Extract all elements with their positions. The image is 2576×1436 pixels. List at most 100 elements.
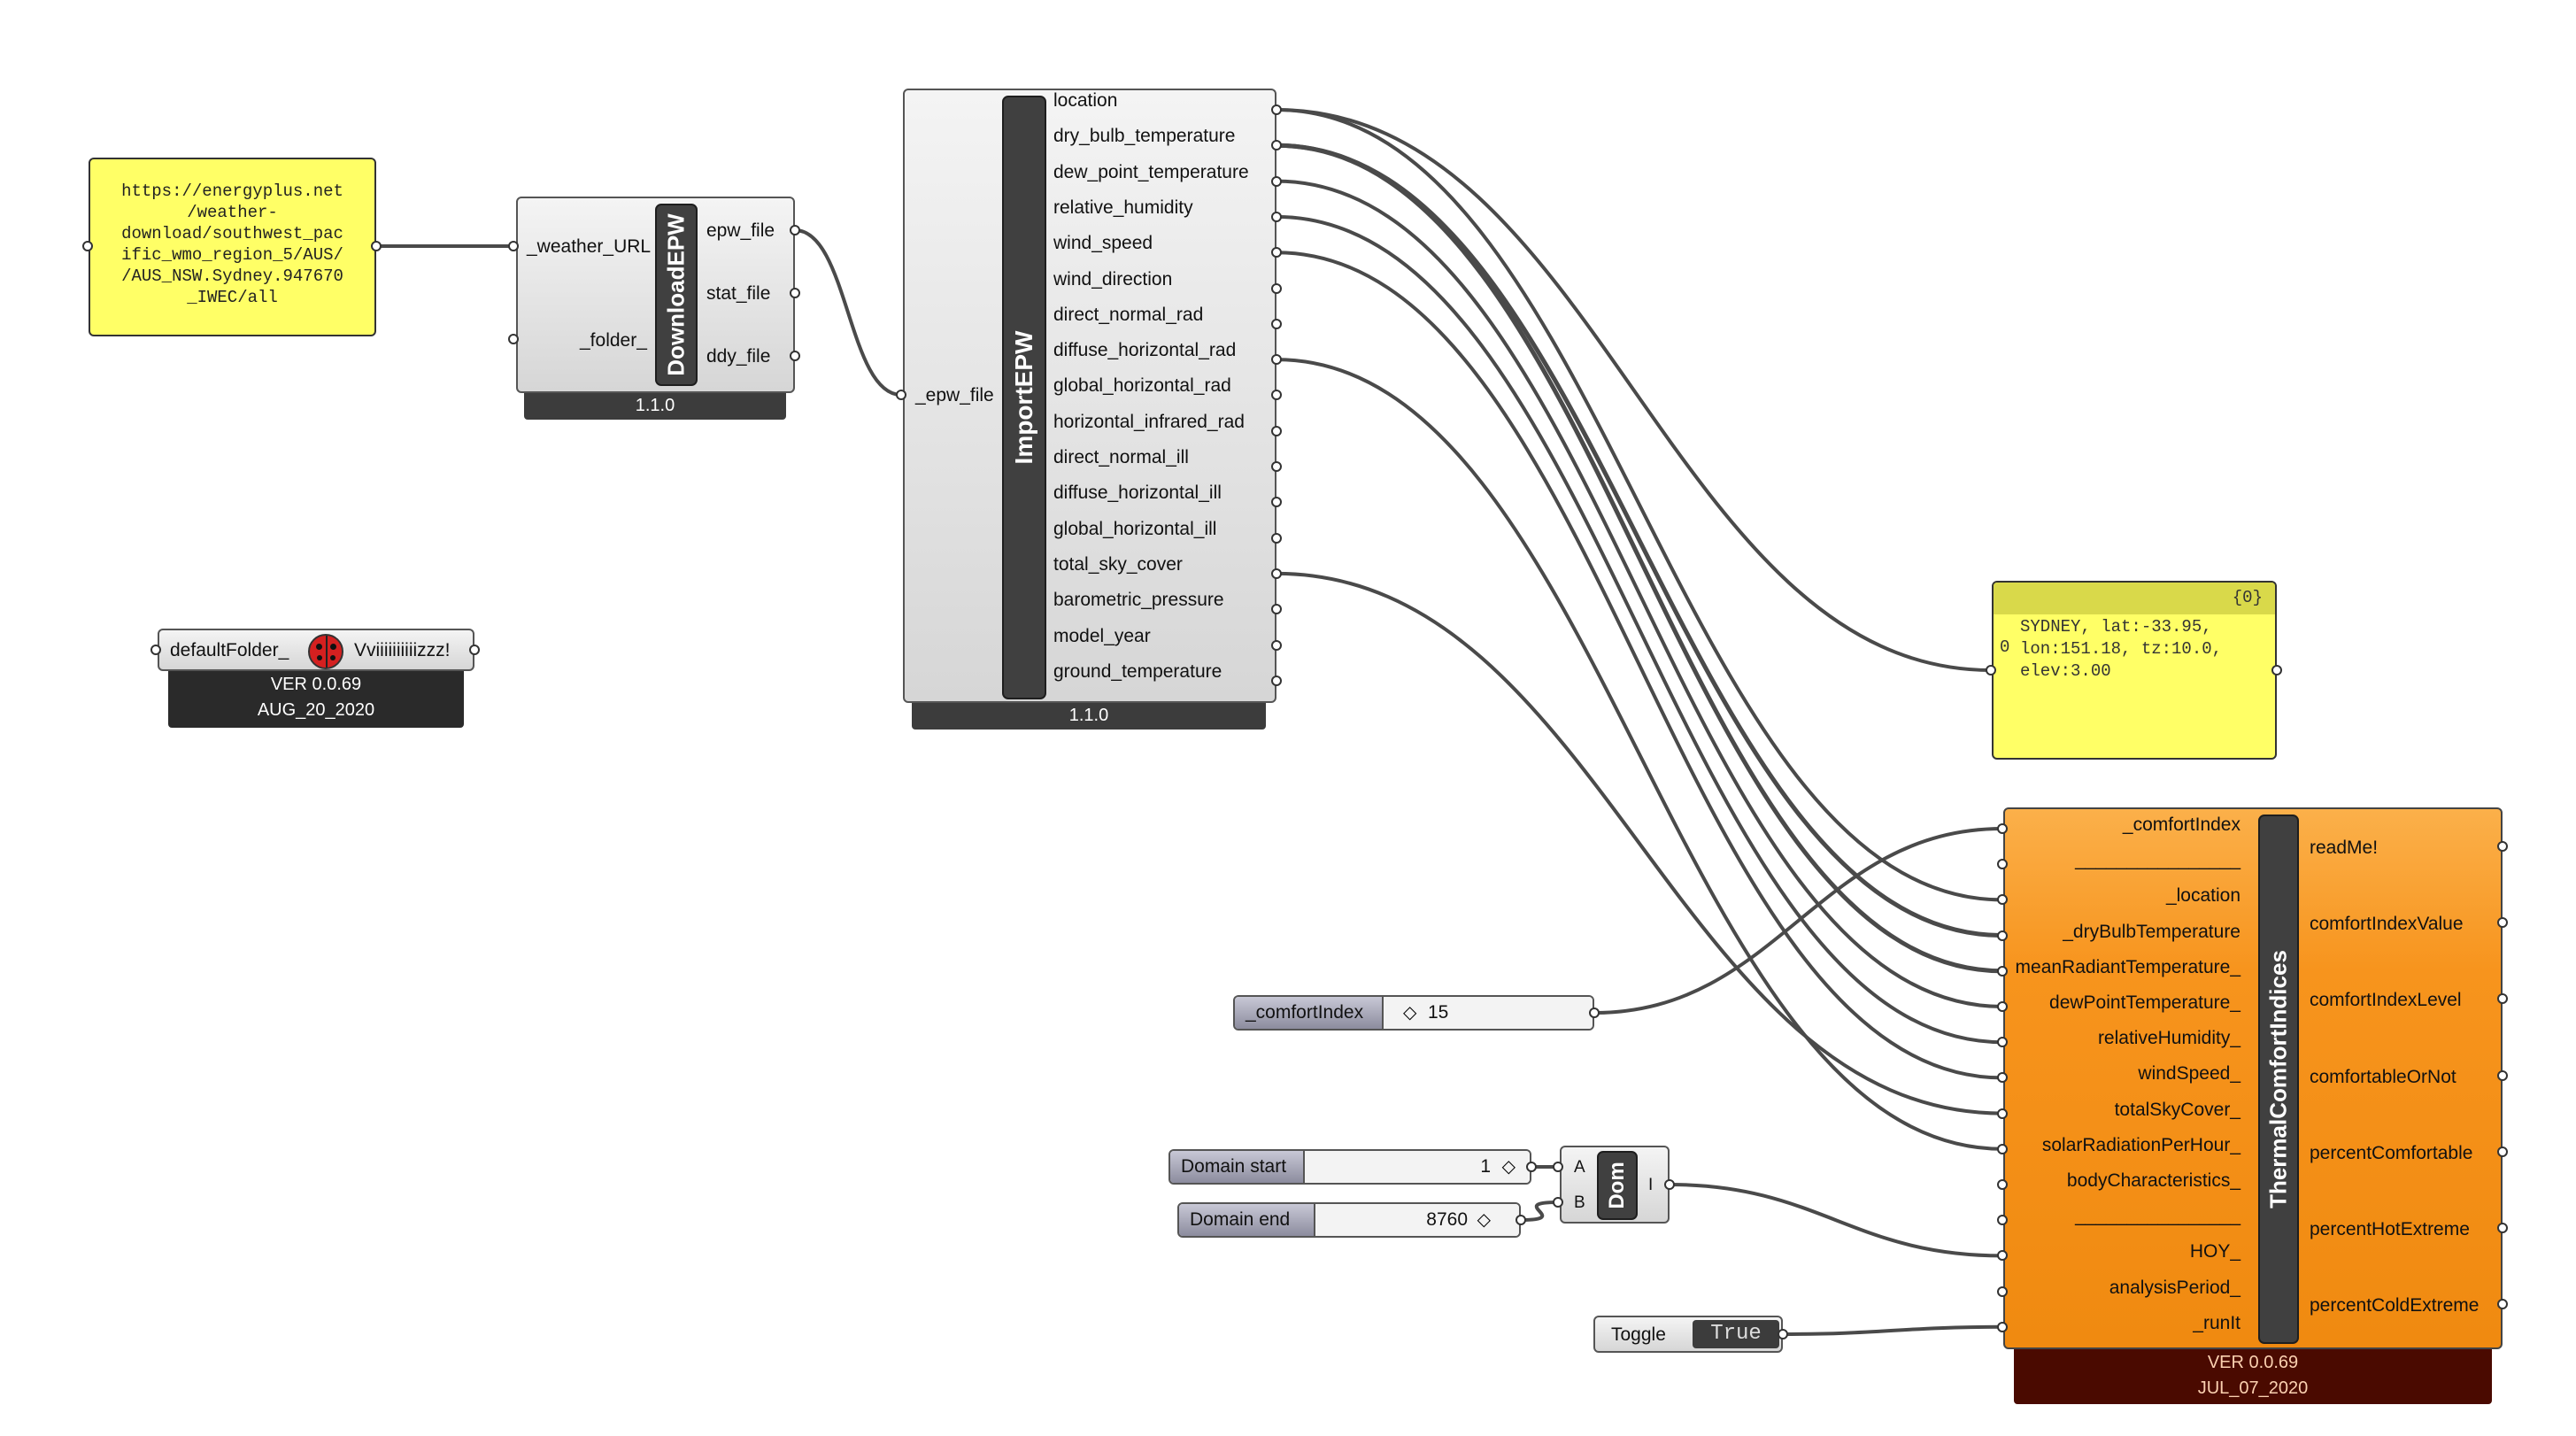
slider-handle-icon[interactable]: ◇ xyxy=(1501,1157,1516,1177)
slider-handle-icon[interactable]: ◇ xyxy=(1477,1210,1491,1230)
output-location: location xyxy=(1053,90,1118,111)
ladybug-output-grip[interactable] xyxy=(469,645,480,655)
wire-dewpoint-to-thermal xyxy=(1276,179,2003,1008)
wire-location-to-panel xyxy=(1276,108,1992,672)
comfort-index-slider[interactable]: _comfortIndex ◇ 15 xyxy=(1233,995,1594,1031)
thermal-footer: VER 0.0.69 JUL_07_2020 xyxy=(2014,1349,2492,1404)
wire-drybulb-to-mrt xyxy=(1276,143,2003,974)
domain-start-slider[interactable]: Domain start 1 ◇ xyxy=(1168,1149,1531,1185)
domain-output-grip[interactable] xyxy=(1664,1179,1675,1190)
url-panel-input-grip[interactable] xyxy=(82,241,93,251)
thermal-input-0: _comfortIndex xyxy=(2122,815,2241,835)
url-text: https://energyplus.net/weather-download/… xyxy=(90,181,374,308)
output-model-year: model_year xyxy=(1053,625,1151,646)
url-text-line: ific_wmo_region_5/AUS/ xyxy=(121,245,343,265)
domain-start-slider-track[interactable]: 1 ◇ xyxy=(1305,1151,1530,1183)
thermal-version: VER 0.0.69 xyxy=(2207,1353,2299,1372)
location-panel[interactable]: {0} 0 SYDNEY, lat:-33.95,lon:151.18, tz:… xyxy=(1992,581,2277,760)
domain-end-slider-track[interactable]: 8760 ◇ xyxy=(1315,1204,1519,1236)
toggle-output-grip[interactable] xyxy=(1778,1329,1788,1339)
domain-start-slider-grip[interactable] xyxy=(1526,1162,1537,1172)
import-epw-output-grip[interactable] xyxy=(1271,497,1282,508)
import-epw-output-grip[interactable] xyxy=(1271,390,1282,401)
ladybug-input-grip[interactable] xyxy=(150,645,161,655)
thermal-input-grip[interactable] xyxy=(1997,930,2008,941)
thermal-output-grip[interactable] xyxy=(2497,917,2508,929)
import-epw-output-grip[interactable] xyxy=(1271,175,1282,187)
import-epw-output-grip[interactable] xyxy=(1271,639,1282,651)
thermal-output-grip[interactable] xyxy=(2497,1299,2508,1310)
thermal-title: ThermalComfortIndices xyxy=(2264,950,2292,1208)
download-epw-input-grip-url[interactable] xyxy=(508,241,519,251)
thermal-input-grip[interactable] xyxy=(1997,1321,2008,1332)
ladybug-component[interactable]: defaultFolder_ Vviiiiiiiiiizzz! xyxy=(158,629,474,671)
download-epw-input-grip-folder[interactable] xyxy=(508,334,519,344)
download-epw-output-grip-epw[interactable] xyxy=(790,225,800,235)
thermal-output-grip[interactable] xyxy=(2497,993,2508,1005)
thermal-output-6: percentColdExtreme xyxy=(2310,1295,2480,1316)
import-epw-input-grip[interactable] xyxy=(896,390,906,400)
import-epw-output-grip[interactable] xyxy=(1271,140,1282,151)
url-text-line: _IWEC/all xyxy=(187,288,278,307)
thermal-input-grip[interactable] xyxy=(1997,1250,2008,1262)
download-epw-output-grip-stat[interactable] xyxy=(790,288,800,298)
thermal-output-3: comfortableOrNot xyxy=(2310,1066,2456,1087)
output-global-horizontal-ill: global_horizontal_ill xyxy=(1053,518,1217,539)
location-panel-input-grip[interactable] xyxy=(1986,665,1996,676)
url-panel-output-grip[interactable] xyxy=(371,241,382,251)
location-panel-output-grip[interactable] xyxy=(2271,665,2282,676)
thermal-input-grip[interactable] xyxy=(1997,965,2008,977)
domain-component[interactable]: A B Dom I xyxy=(1560,1146,1670,1224)
comfort-index-slider-name: _comfortIndex xyxy=(1235,997,1384,1029)
comfort-index-slider-grip[interactable] xyxy=(1589,1008,1600,1018)
thermal-input-grip[interactable] xyxy=(1997,1037,2008,1048)
domain-end-slider-name: Domain end xyxy=(1179,1204,1315,1236)
domain-input-grip-a[interactable] xyxy=(1553,1162,1563,1172)
import-epw-output-grip[interactable] xyxy=(1271,461,1282,472)
download-epw-output-grip-ddy[interactable] xyxy=(790,351,800,361)
import-epw-output-grip[interactable] xyxy=(1271,532,1282,544)
import-epw-output-grip[interactable] xyxy=(1271,604,1282,615)
import-epw-output-grip[interactable] xyxy=(1271,211,1282,222)
toggle-value-button[interactable]: True xyxy=(1693,1320,1779,1348)
import-epw-output-grip[interactable] xyxy=(1271,104,1282,115)
url-panel[interactable]: https://energyplus.net/weather-download/… xyxy=(89,158,376,336)
thermal-input-grip[interactable] xyxy=(1997,823,2008,834)
import-epw-output-grip[interactable] xyxy=(1271,425,1282,436)
thermal-input-grip[interactable] xyxy=(1997,894,2008,906)
thermal-input-grip[interactable] xyxy=(1997,1179,2008,1190)
domain-input-grip-b[interactable] xyxy=(1553,1197,1563,1208)
download-epw-title: DownloadEPW xyxy=(662,213,690,376)
thermal-output-grip[interactable] xyxy=(2497,1069,2508,1081)
thermal-input-10: bodyCharacteristics_ xyxy=(2066,1170,2241,1191)
comfort-index-slider-track[interactable]: ◇ 15 xyxy=(1384,997,1593,1029)
thermal-input-grip[interactable] xyxy=(1997,1001,2008,1012)
domain-end-slider[interactable]: Domain end 8760 ◇ xyxy=(1177,1202,1521,1238)
thermal-comfort-component[interactable]: _comfortIndex_________________location_d… xyxy=(2003,807,2503,1349)
toggle-component[interactable]: Toggle True xyxy=(1593,1316,1783,1353)
import-epw-output-grip[interactable] xyxy=(1271,318,1282,329)
slider-handle-icon[interactable]: ◇ xyxy=(1403,1003,1417,1023)
thermal-output-grip[interactable] xyxy=(2497,841,2508,852)
thermal-output-2: comfortIndexLevel xyxy=(2310,990,2462,1011)
download-epw-component[interactable]: _weather_URL _folder_ DownloadEPW epw_fi… xyxy=(516,197,795,393)
thermal-input-grip[interactable] xyxy=(1997,859,2008,870)
input-folder: _folder_ xyxy=(580,330,647,351)
import-epw-output-grip[interactable] xyxy=(1271,567,1282,579)
thermal-output-grip[interactable] xyxy=(2497,1146,2508,1157)
import-epw-output-grip[interactable] xyxy=(1271,247,1282,259)
output-wind-direction: wind_direction xyxy=(1053,268,1173,290)
import-epw-output-grip[interactable] xyxy=(1271,354,1282,366)
thermal-input-grip[interactable] xyxy=(1997,1143,2008,1154)
thermal-input-grip[interactable] xyxy=(1997,1108,2008,1119)
thermal-output-grip[interactable] xyxy=(2497,1223,2508,1233)
import-epw-output-grip[interactable] xyxy=(1271,282,1282,294)
output-ground-temperature: ground_temperature xyxy=(1053,660,1222,682)
thermal-input-grip[interactable] xyxy=(1997,1215,2008,1226)
thermal-input-grip[interactable] xyxy=(1997,1072,2008,1084)
thermal-input-grip[interactable] xyxy=(1997,1285,2008,1297)
import-epw-output-grip[interactable] xyxy=(1271,675,1282,686)
output-epw-file: epw_file xyxy=(706,220,775,241)
domain-end-slider-grip[interactable] xyxy=(1516,1215,1526,1225)
